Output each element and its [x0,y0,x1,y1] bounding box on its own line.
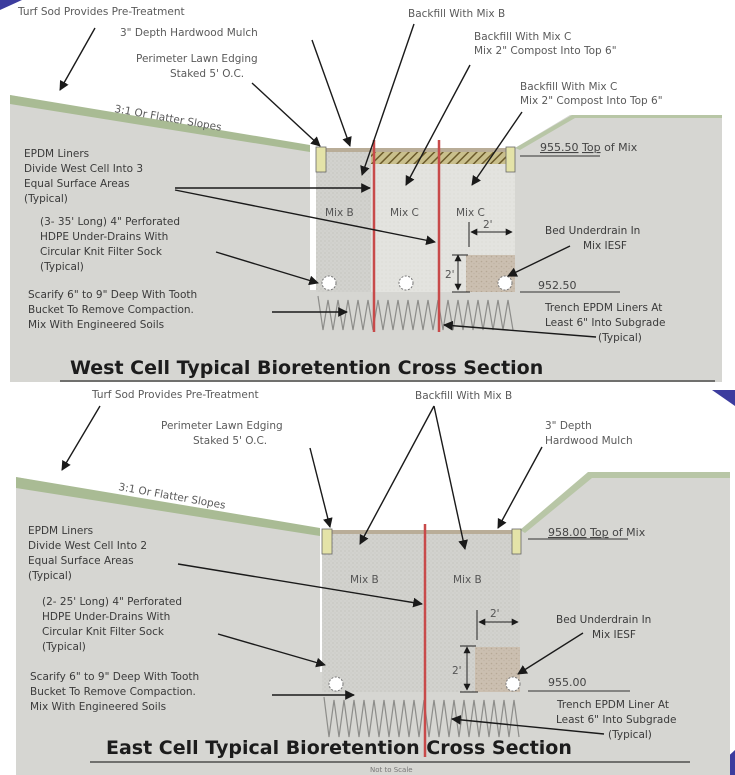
mix-c-cell-1 [371,150,438,292]
east-diagram: 2' 2' Mix B Mix B Turf Sod Provides Pre-… [16,389,735,775]
scarified-subgrade [317,295,514,331]
backfill-mix-b-label: Backfill With Mix B [415,390,512,402]
underdrain-label-1: (3- 35' Long) 4" Perforated [40,216,180,228]
scarify-label-3: Mix With Engineered Soils [30,701,166,713]
backfill-mix-c-label-1b: Mix 2" Compost Into Top 6" [474,45,617,57]
bed-underdrain-label-2: Mix IESF [583,240,627,252]
mulch-layer [322,530,520,534]
grass-left [10,95,310,152]
grass-right [520,472,730,533]
mix-label-2: Mix C [390,207,419,219]
scarify-label-2: Bucket To Remove Compaction. [28,304,194,316]
lawn-edging-left [315,146,327,173]
scarify-label-3: Mix With Engineered Soils [28,319,164,331]
backfill-mix-c-label-2: Backfill With Mix C [520,81,617,93]
mix-label-2: Mix B [453,574,482,586]
trench-label-3: (Typical) [608,729,652,741]
underdrain-pipe-2 [505,676,521,692]
grass-left [16,477,320,536]
trench-label-1: Trench EPDM Liners At [544,302,662,314]
epdm-label-4: (Typical) [28,570,72,582]
bottom-elevation-label: 952.50 [538,279,577,292]
bed-underdrain-label-1: Bed Underdrain In [545,225,640,237]
dim-width-label: 2' [490,608,500,620]
underdrain-pipe-1 [321,275,337,291]
underdrain-label-3: Circular Knit Filter Sock [42,626,165,638]
edging-label-2: Staked 5' O.C. [193,435,267,447]
underdrain-label-2: HDPE Under-Drains With [42,611,170,623]
ground-bottom [10,290,735,382]
compost-layer [371,152,515,164]
turf-sod-label: Turf Sod Provides Pre-Treatment [17,6,185,18]
epdm-label-2: Divide West Cell Into 2 [28,540,147,552]
bed-underdrain-label-2: Mix IESF [592,629,636,641]
dim-height-label: 2' [445,269,455,281]
trench-label-3: (Typical) [598,332,642,344]
underdrain-label-4: (Typical) [42,641,86,653]
trench-label-2: Least 6" Into Subgrade [556,714,677,726]
corner-accent [0,0,22,10]
lawn-edging-right [511,528,522,555]
underdrain-pipe-1 [328,676,344,692]
backfill-mix-b-label: Backfill With Mix B [408,8,505,20]
scarify-label-1: Scarify 6" to 9" Deep With Tooth [28,289,197,301]
corner-accent-top [712,390,735,406]
west-title: West Cell Typical Bioretention Cross Sec… [70,357,543,379]
underdrain-pipe-2 [398,275,414,291]
edging-label-1: Perimeter Lawn Edging [136,53,258,65]
mulch-label-1: 3" Depth [545,420,592,432]
mix-label-3: Mix C [456,207,485,219]
mulch-label-2: Hardwood Mulch [545,435,633,447]
edging-label-1: Perimeter Lawn Edging [161,420,283,432]
east-cell-cross-section: 2' 2' Mix B Mix B Turf Sod Provides Pre-… [0,382,735,775]
trench-label-2: Least 6" Into Subgrade [545,317,666,329]
underdrain-label-1: (2- 25' Long) 4" Perforated [42,596,182,608]
epdm-label-3: Equal Surface Areas [28,555,134,567]
underdrain-label-3: Circular Knit Filter Sock [40,246,163,258]
lawn-edging-right [505,146,516,173]
east-title: East Cell Typical Bioretention Cross Sec… [106,737,572,759]
dim-height-label: 2' [452,665,462,677]
scarify-label-2: Bucket To Remove Compaction. [30,686,196,698]
epdm-label-1: EPDM Liners [28,525,93,537]
top-of-mix-label: 955.50 Top of Mix [540,141,638,154]
epdm-label-1: EPDM Liners [24,148,89,160]
backfill-mix-c-label-2b: Mix 2" Compost Into Top 6" [520,95,663,107]
top-of-mix-label: 958.00 Top of Mix [548,526,646,539]
epdm-label-2: Divide West Cell Into 3 [24,163,143,175]
scarify-label-1: Scarify 6" to 9" Deep With Tooth [30,671,199,683]
edging-label-2: Staked 5' O.C. [170,68,244,80]
underdrain-label-4: (Typical) [40,261,84,273]
bottom-elevation-label: 955.00 [548,676,587,689]
underdrain-pipe-3 [497,275,513,291]
mulch-label: 3" Depth Hardwood Mulch [120,27,258,39]
west-cell-cross-section: 2' 2' Mix B Mix C Mix C Turf Sod Provide… [0,0,735,382]
epdm-label-4: (Typical) [24,193,68,205]
epdm-label-3: Equal Surface Areas [24,178,130,190]
mix-label-1: Mix B [350,574,379,586]
west-diagram: 2' 2' Mix B Mix C Mix C Turf Sod Provide… [0,0,735,382]
mix-label-1: Mix B [325,207,354,219]
underdrain-label-2: HDPE Under-Drains With [40,231,168,243]
scarified-subgrade [323,696,520,738]
lawn-edging-left [321,528,333,555]
bed-underdrain-label-1: Bed Underdrain In [556,614,651,626]
mulch-layer [316,148,515,152]
backfill-mix-c-label-1: Backfill With Mix C [474,31,571,43]
turf-sod-label: Turf Sod Provides Pre-Treatment [91,389,259,401]
trench-label-1: Trench EPDM Liner At [556,699,669,711]
not-to-scale-note: Not to Scale [370,766,413,774]
dim-width-label: 2' [483,219,493,231]
